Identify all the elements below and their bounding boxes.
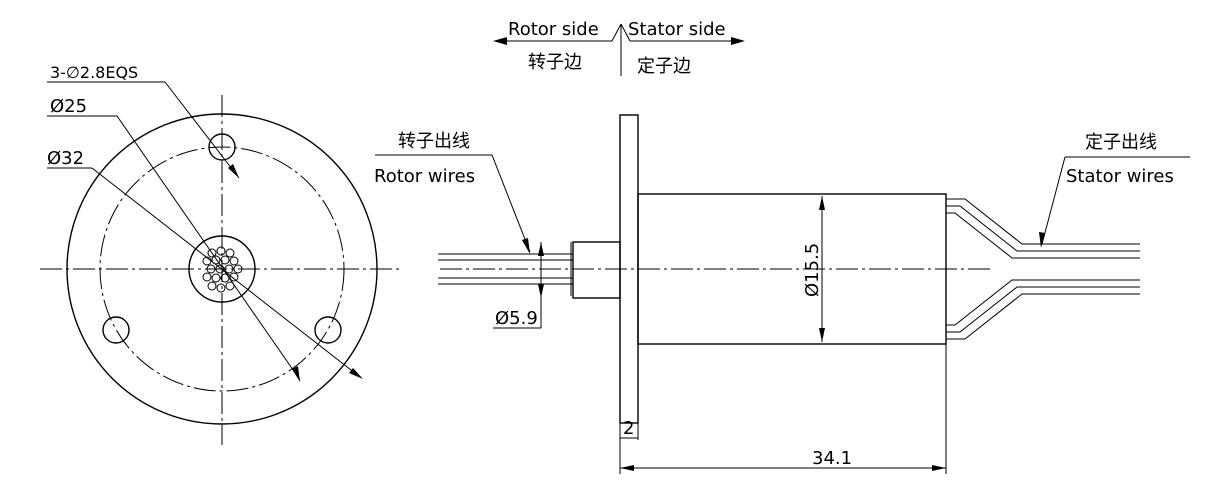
stator-wires bbox=[946, 198, 1140, 340]
length-label: 34.1 bbox=[812, 448, 852, 469]
shaft-diameter-dimension: Ø5.9 bbox=[493, 242, 544, 329]
stator-wires-label: Stator wires bbox=[1066, 166, 1174, 187]
rotor-side-cn-label: 转子边 bbox=[528, 52, 582, 73]
bolt-circle-dimension: Ø25 bbox=[47, 96, 301, 382]
body-diameter-label: Ø15.5 bbox=[802, 243, 823, 297]
flange-thickness-dimension: 2 bbox=[619, 418, 639, 474]
stator-wires-cn-label: 定子出线 bbox=[1085, 132, 1157, 153]
bolt-circle bbox=[99, 146, 345, 392]
outer-diameter-label: Ø32 bbox=[47, 148, 84, 169]
slip-ring-body bbox=[637, 193, 947, 345]
outer-flange-circle bbox=[66, 113, 378, 425]
mounting-hole bbox=[102, 316, 130, 344]
mounting-hole bbox=[314, 316, 342, 344]
front-view: 3-∅2.8EQS Ø25 Ø32 bbox=[40, 63, 400, 445]
rotor-side-label: Rotor side bbox=[508, 19, 599, 40]
length-dimension: 34.1 bbox=[620, 344, 947, 474]
bolt-circle-label: Ø25 bbox=[50, 96, 87, 117]
mounting-hole bbox=[208, 133, 236, 161]
side-indicator: Rotor side Stator side 转子边 定子边 bbox=[493, 19, 745, 77]
shaft-circle bbox=[188, 235, 256, 303]
side-view: 转子出线 Rotor wires 定子出线 Stator wires Ø5.9 … bbox=[374, 114, 1190, 474]
shaft-diameter-label: Ø5.9 bbox=[495, 308, 538, 329]
rotor-wires-cn-label: 转子出线 bbox=[398, 131, 470, 152]
flange-thickness-label: 2 bbox=[623, 418, 634, 439]
holes-dimension: 3-∅2.8EQS bbox=[47, 63, 240, 179]
holes-dimension-label: 3-∅2.8EQS bbox=[50, 63, 138, 82]
rotor-wires-label: Rotor wires bbox=[374, 166, 475, 187]
stator-wires-callout: 定子出线 Stator wires bbox=[1039, 132, 1190, 248]
stator-side-label: Stator side bbox=[628, 19, 726, 40]
outer-diameter-dimension: Ø32 bbox=[47, 148, 363, 379]
rotor-wires-callout: 转子出线 Rotor wires bbox=[374, 131, 531, 254]
body-diameter-dimension: Ø15.5 bbox=[802, 196, 825, 342]
stator-side-cn-label: 定子边 bbox=[637, 56, 691, 77]
rotor-shaft bbox=[572, 241, 621, 299]
